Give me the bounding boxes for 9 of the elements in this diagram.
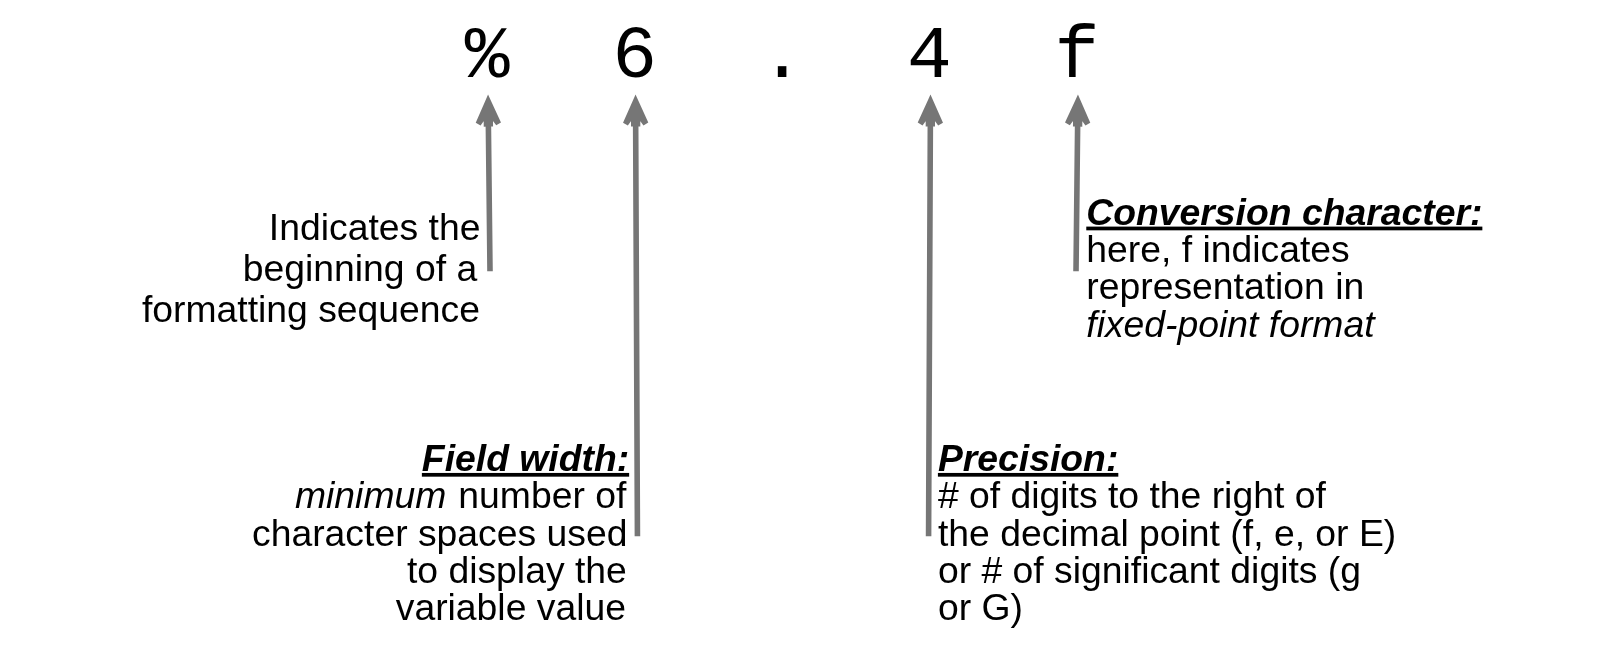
node-text: % <box>464 15 510 100</box>
node-text: 4 <box>907 15 952 100</box>
node-text: . <box>759 15 805 100</box>
node-text: Indicates the beginning of a formatting sequence <box>141 205 481 330</box>
node-text: f <box>1054 15 1100 100</box>
node-text: 6 <box>612 15 658 100</box>
node-text: Conversion character: here, f indicates representation in fixed-point format <box>1086 190 1483 345</box>
node-text: Field width: minimum number of character spaces used to display the variable value <box>252 436 630 629</box>
node-text: Precision: # of digits to the right of the decimal point (f, e, or E) or # of significant digits (g or G) <box>937 436 1397 629</box>
